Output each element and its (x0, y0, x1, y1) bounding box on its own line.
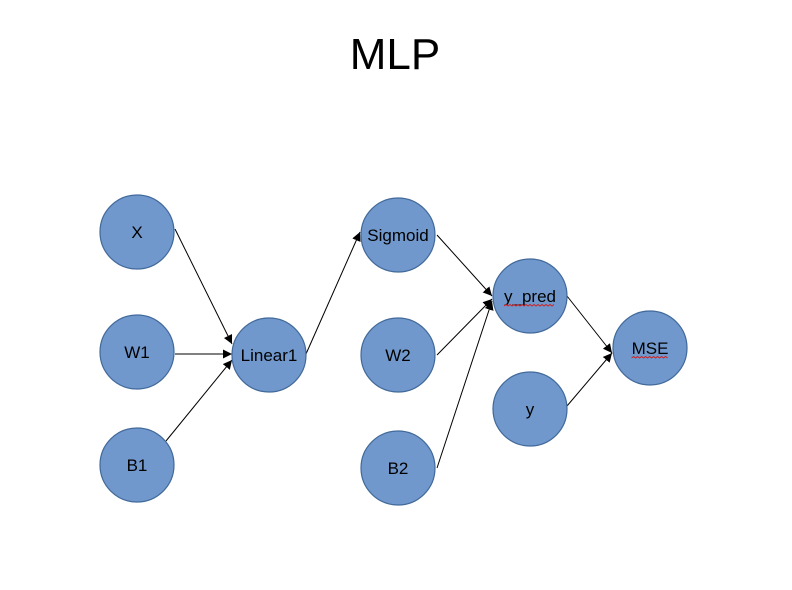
node-circle (360, 197, 436, 273)
node-circle (612, 310, 688, 386)
edges-layer (165, 228, 613, 469)
diagram-title: MLP (350, 30, 440, 79)
node-w2: W2 (360, 317, 436, 393)
node-label: B1 (127, 456, 148, 475)
node-circle (99, 427, 175, 503)
node-sigmoid: Sigmoid (360, 197, 436, 273)
node-label: MSE (632, 339, 669, 358)
node-b2: B2 (360, 430, 436, 506)
edge-b1-to-linear1 (165, 359, 233, 442)
node-label: W2 (385, 346, 411, 365)
node-b1: B1 (99, 427, 175, 503)
edge-w2-to-y_pred (436, 298, 493, 356)
node-circle (360, 430, 436, 506)
edge-y-to-mse (566, 352, 613, 407)
node-circle (492, 258, 568, 334)
spellcheck-underline (503, 303, 555, 307)
edge-x-to-linear1 (174, 228, 233, 345)
edge-linear1-to-sigmoid (305, 231, 361, 355)
edge-y_pred-to-mse (566, 295, 613, 354)
node-linear1: Linear1 (231, 317, 307, 393)
node-circle (231, 317, 307, 393)
spellcheck-underline (631, 355, 668, 359)
node-label: W1 (124, 343, 150, 362)
node-label: y_pred (504, 287, 556, 306)
node-label: B2 (388, 459, 409, 478)
node-y: y (492, 371, 568, 447)
node-circle (360, 317, 436, 393)
node-x: X (99, 194, 175, 270)
node-mse: MSE (612, 310, 688, 386)
node-circle (492, 371, 568, 447)
edge-sigmoid-to-y_pred (436, 234, 493, 297)
node-circle (99, 314, 175, 390)
node-label: Sigmoid (367, 226, 428, 245)
node-circle (99, 194, 175, 270)
node-label: X (131, 223, 142, 242)
node-label: Linear1 (241, 346, 298, 365)
node-w1: W1 (99, 314, 175, 390)
node-label: y (526, 400, 535, 419)
edge-b2-to-y_pred (436, 300, 494, 469)
node-y_pred: y_pred (492, 258, 568, 334)
